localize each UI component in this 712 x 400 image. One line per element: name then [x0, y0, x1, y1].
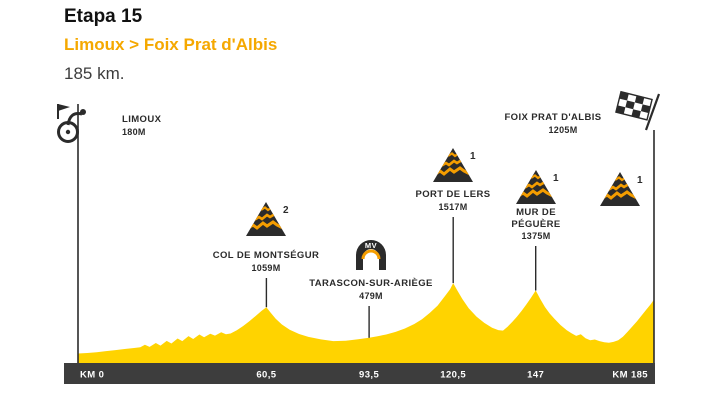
km-axis-label: 147 [527, 370, 544, 381]
mountain-icon [433, 148, 473, 182]
profile-svg: KM 0 60,5 93,5 120,5 147 KM 185 LIMOUX 180M F… [57, 90, 661, 384]
climb-category: 1 [637, 175, 643, 186]
climb-category: 1 [470, 151, 476, 162]
sprint-elevation: 479M [359, 291, 383, 301]
km-axis-label: KM 185 [612, 370, 648, 381]
stage-title: Etapa 15 [64, 6, 143, 27]
start-name: LIMOUX [122, 114, 162, 125]
climb-name: COL DE MONTSÉGUR [213, 250, 320, 261]
km-axis-label: 60,5 [256, 370, 276, 381]
climb-elevation: 1059M [251, 263, 280, 273]
climb-category: 2 [283, 205, 289, 216]
stage-profile-chart: KM 0 60,5 93,5 120,5 147 KM 185 LIMOUX 180M F… [0, 90, 712, 400]
sprint-name: TARASCON-SUR-ARIÈGE [309, 278, 433, 289]
stage-distance: 185 km. [64, 64, 125, 83]
finish-elevation: 1205M [548, 125, 577, 135]
sprint-mv-label: MV [365, 241, 377, 250]
km-axis-labels: KM 0 60,5 93,5 120,5 147 KM 185 [80, 370, 648, 381]
climb-category: 1 [553, 173, 559, 184]
climb-elevation: 1375M [521, 231, 550, 241]
marker-lines [265, 217, 537, 338]
km-axis-bar [64, 363, 655, 384]
km-axis-label: 120,5 [440, 370, 466, 381]
start-icon [57, 104, 86, 143]
finish-flag-icon [615, 90, 661, 131]
stage-route: Limoux > Foix Prat d'Albis [64, 35, 278, 54]
stage-header: Etapa 15 Limoux > Foix Prat d'Albis 185 … [64, 6, 277, 84]
climb-name-line2: PÉGUÈRE [511, 219, 560, 230]
climb-elevation: 1517M [438, 202, 467, 212]
km-axis-label: 93,5 [359, 370, 379, 381]
km-axis-label: KM 0 [80, 370, 104, 381]
mountain-icon [600, 172, 640, 206]
mountain-icon [246, 202, 286, 236]
finish-name: FOIX PRAT D'ALBIS [504, 112, 601, 123]
mountain-icon [516, 170, 556, 204]
elevation-profile-area [78, 283, 654, 363]
climb-name: PORT DE LERS [415, 189, 490, 200]
climb-name-line1: MUR DE [516, 207, 556, 218]
start-elevation: 180M [122, 127, 146, 137]
